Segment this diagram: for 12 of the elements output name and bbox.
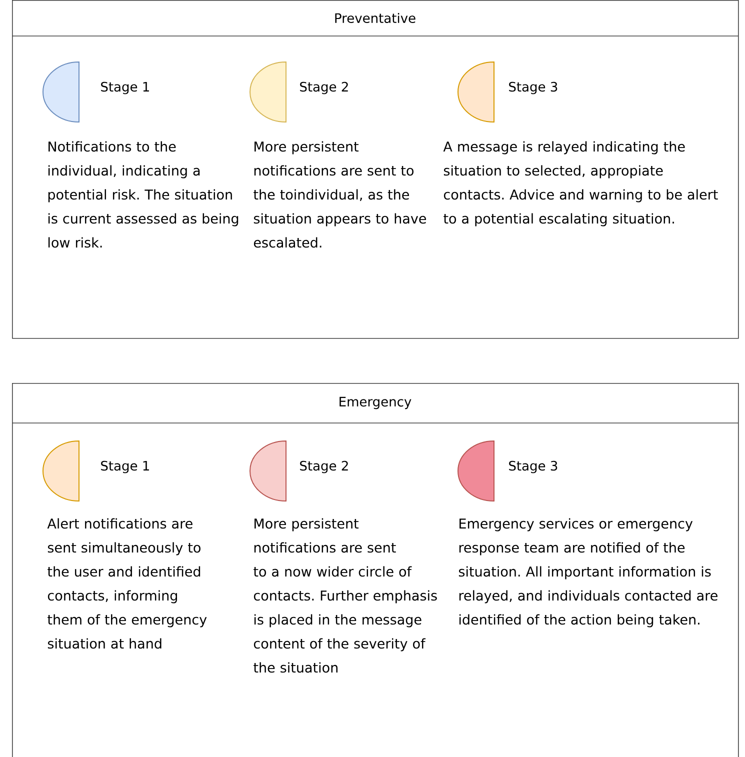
stage-label: Stage 3 xyxy=(509,460,558,474)
description: Alert notifications are sent simultaneously to the user and identified contacts, informing them of the emergency situation at hand xyxy=(47,518,207,649)
description: A message is relayed indicating the situation to selected, appropiate contacts. Advice and warning to be alert to a potential escalating situation. xyxy=(443,141,718,226)
stage-label: Stage 2 xyxy=(300,460,348,474)
description: Emergency services or emergency response team are notified of the situation. All important information is relayed, and individuals contacted are identified of the action being taken. xyxy=(458,518,718,628)
stage-label: Stage 3 xyxy=(509,82,558,94)
description: Notifications to the individual, indicating a potential risk. The situation is current assessed as being low risk. xyxy=(48,141,238,248)
description: More persistent notifications are sent to the toindividual, as the situation appears to have escalated. xyxy=(254,141,426,248)
stage-label: Stage 2 xyxy=(300,82,348,94)
stage-label: Stage 1 xyxy=(101,82,149,94)
description: More persistent notifications are sent to a now wider circle of contacts. Further emphasis is placed in the message content of the severity of the situation xyxy=(254,518,437,673)
stage-label: Stage 1 xyxy=(101,460,149,474)
